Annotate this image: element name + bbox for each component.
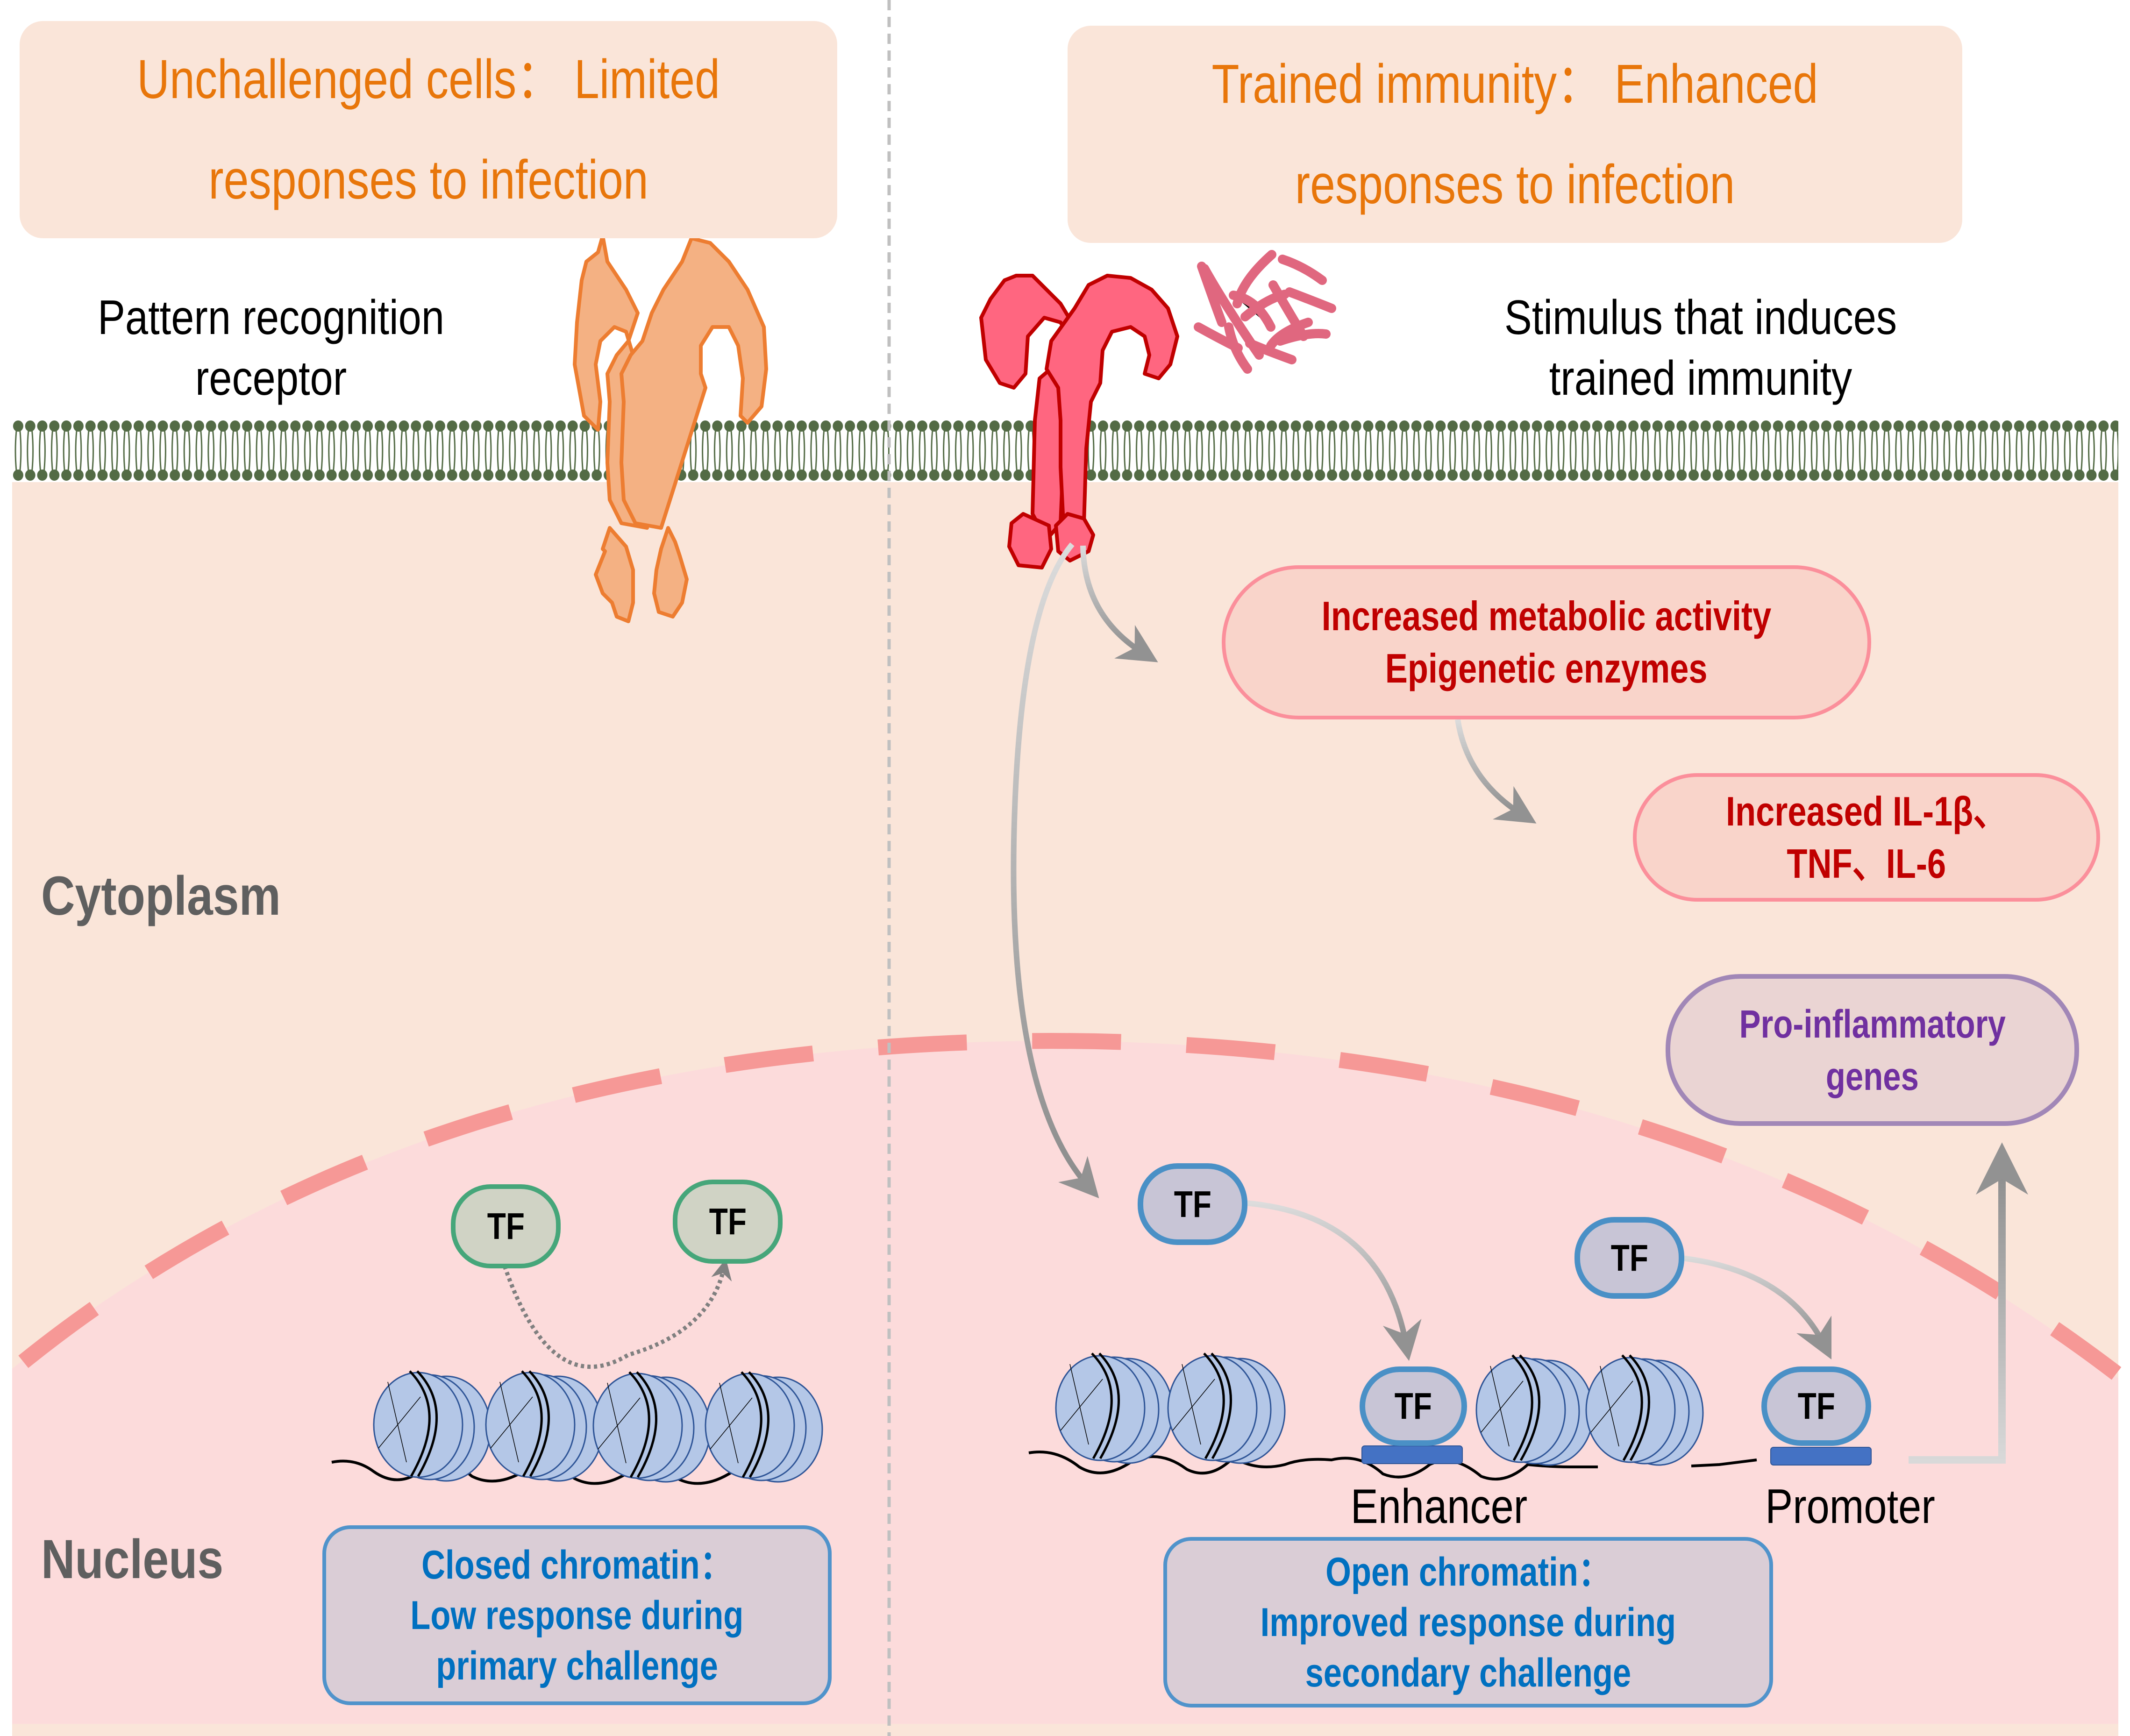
enhancer-label: Enhancer [1350, 1480, 1528, 1534]
promoter-to-genes-arrow [1909, 1142, 2028, 1464]
stimulus-label: Stimulus that induces trained immunity [1467, 287, 1935, 409]
pattern-recognition-receptor-icon [573, 234, 768, 623]
dna-strand-promoter-tail [1691, 1459, 1757, 1467]
nucleosome [485, 1370, 604, 1482]
cytoplasm-label: Cytoplasm [41, 865, 281, 927]
tf-activated: TF [1138, 1163, 1247, 1245]
tf-unbound-2: TF [673, 1180, 783, 1264]
tf-to-promoter-arrow [1653, 1253, 1832, 1360]
tf-label: TF [1797, 1385, 1835, 1427]
nucleosomes-closed [373, 1370, 823, 1483]
stimulus-label-line2: trained immunity [1549, 351, 1852, 406]
nucleosome [1167, 1352, 1286, 1464]
tf-to-enhancer-arrow [1245, 1200, 1422, 1361]
receptor-label: Pattern recognition receptor [64, 287, 477, 409]
nucleosome [1475, 1354, 1594, 1466]
cytokine-line1: Increased IL-1β、 [1726, 788, 2007, 834]
tf-promoter-bound: TF [1761, 1366, 1871, 1446]
right-header-card [1068, 26, 1962, 243]
receptor-label-line1: Pattern recognition [97, 291, 445, 345]
metabolic-activity-box: Increased metabolic activity Epigenetic … [1222, 565, 1871, 719]
nucleosome [705, 1371, 823, 1483]
closed-chromatin-line3: primary challenge [436, 1643, 718, 1688]
genes-line2: genes [1825, 1054, 1919, 1098]
nuclear-envelope [18, 1032, 2122, 1380]
open-chromatin-box: Open chromatin： Improved response during… [1163, 1537, 1773, 1708]
tf-dotted-arrow [502, 1259, 732, 1369]
tf-label: TF [1394, 1385, 1432, 1427]
enhancer-site [1361, 1445, 1463, 1464]
bacteria-stimulus-icon [1194, 250, 1336, 374]
open-chromatin-line1: Open chromatin： [1325, 1549, 1611, 1594]
receptor-to-tf-arrow [1011, 542, 1099, 1199]
closed-chromatin-line2: Low response during [410, 1593, 744, 1638]
nucleosome [373, 1370, 492, 1482]
cytokine-box: Increased IL-1β、 TNF、IL-6 [1633, 773, 2100, 902]
nucleus-label: Nucleus [41, 1529, 224, 1590]
tf-enhancer-bound: TF [1360, 1366, 1467, 1446]
nucleosome [1585, 1354, 1704, 1466]
metabolic-line2: Epigenetic enzymes [1385, 645, 1708, 691]
left-header-line2: responses to infection [208, 149, 648, 211]
tf-label: TF [1174, 1183, 1211, 1225]
receptor-to-metabolic-arrow [1080, 545, 1158, 662]
closed-chromatin-line1: Closed chromatin： [421, 1542, 733, 1587]
stimulus-label-line1: Stimulus that induces [1504, 291, 1897, 345]
closed-chromatin-box: Closed chromatin： Low response during pr… [322, 1525, 832, 1705]
genes-line1: Pro-inflammatory [1739, 1002, 2006, 1046]
right-header-line2: responses to infection [1295, 153, 1735, 215]
open-chromatin-line2: Improved response during [1260, 1600, 1676, 1645]
cytokine-line2: TNF、IL-6 [1787, 840, 1946, 887]
right-header-line1: Trained immunity： Enhanced [1211, 53, 1818, 115]
dna-strand-right [1028, 1451, 1598, 1481]
left-header: Unchallenged cells： Limited responses to… [93, 21, 764, 238]
nucleosome [1055, 1352, 1174, 1464]
right-header: Trained immunity： Enhanced responses to … [1148, 26, 1881, 243]
promoter-label: Promoter [1765, 1480, 1935, 1534]
metabolic-to-cytokine-arrow [1455, 719, 1537, 824]
pro-inflammatory-genes-box: Pro-inflammatory genes [1666, 974, 2079, 1126]
promoter-site [1770, 1447, 1872, 1466]
nucleosomes-open [1055, 1352, 1704, 1466]
tf-label: TF [487, 1205, 525, 1247]
tf-label: TF [709, 1201, 747, 1242]
tf-label: TF [1610, 1237, 1648, 1279]
tf-unbound-1: TF [451, 1184, 561, 1268]
tf-free: TF [1574, 1217, 1684, 1299]
left-header-card [20, 21, 837, 238]
receptor-label-line2: receptor [195, 351, 347, 406]
metabolic-line1: Increased metabolic activity [1321, 593, 1772, 639]
nucleosome [592, 1371, 711, 1483]
open-chromatin-line3: secondary challenge [1305, 1650, 1631, 1695]
left-header-line1: Unchallenged cells： Limited [137, 48, 720, 110]
